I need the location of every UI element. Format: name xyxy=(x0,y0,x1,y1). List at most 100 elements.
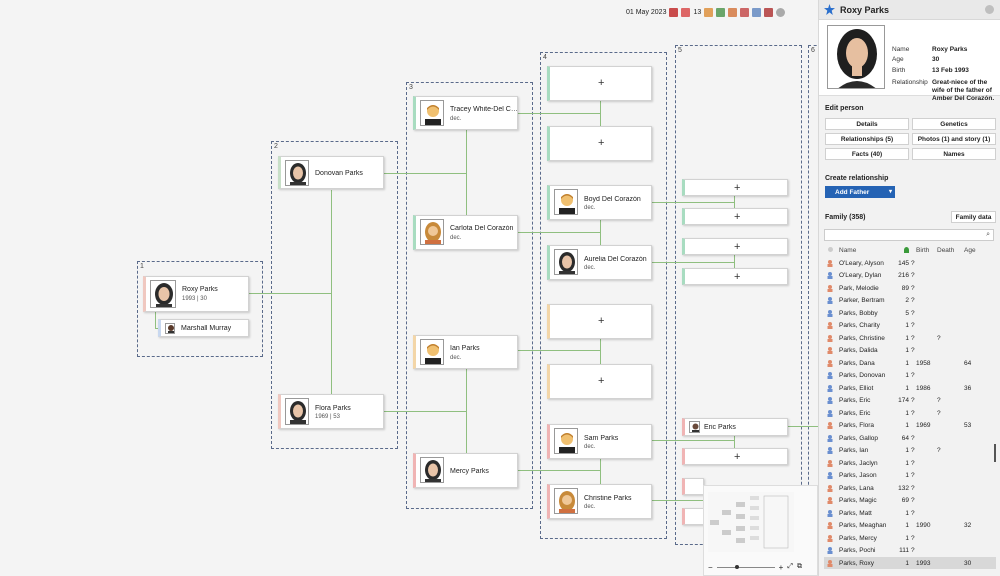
column-name[interactable]: Name xyxy=(839,247,857,254)
person-card-paternal-grandfather[interactable]: Tracey White-Del Corazón dec. xyxy=(413,96,518,130)
zoom-in-icon[interactable]: + xyxy=(778,562,784,572)
names-button[interactable]: Names xyxy=(912,148,996,160)
person-photo[interactable] xyxy=(827,25,885,89)
home-icon[interactable] xyxy=(740,7,750,17)
details-button[interactable]: Details xyxy=(825,118,909,130)
export-icon[interactable]: ⧉ xyxy=(796,563,802,570)
star-icon[interactable] xyxy=(824,4,835,15)
photos-story-button[interactable]: Photos (1) and story (1) xyxy=(912,133,996,145)
person-card-father[interactable]: Donovan Parks xyxy=(278,156,384,189)
sort-icon[interactable] xyxy=(828,247,833,252)
person-card-maternal-grandmother[interactable]: Mercy Parks xyxy=(413,453,518,488)
facts-button[interactable]: Facts (40) xyxy=(825,148,909,160)
person-summary: Name Roxy Parks Age 30 Birth 13 Feb 1993… xyxy=(819,20,1000,102)
add-person-card[interactable]: + xyxy=(682,208,788,225)
person-card-maternal-grandfather[interactable]: Ian Parks dec. xyxy=(413,335,518,369)
chevron-down-icon[interactable]: ▾ xyxy=(888,189,892,195)
add-person-card[interactable]: + xyxy=(547,126,652,161)
family-tree-canvas[interactable]: 01 May 2023 13 1 2 3 4 5 6 xyxy=(0,0,818,576)
column-age[interactable]: Age xyxy=(964,247,976,254)
person-card-root[interactable]: Roxy Parks 1993 | 30 xyxy=(143,276,249,312)
family-search-input[interactable]: ⌕ xyxy=(824,229,994,241)
search-icon[interactable]: ⌕ xyxy=(986,231,990,238)
minimap[interactable]: − + ⤢ ⧉ xyxy=(703,485,818,576)
add-person-card[interactable]: + xyxy=(547,304,652,339)
close-icon[interactable] xyxy=(985,5,994,14)
add-person-card[interactable]: + xyxy=(682,448,788,465)
family-member-name: Parks, Pochi xyxy=(839,547,876,554)
add-person-card[interactable]: + xyxy=(682,179,788,196)
connector xyxy=(155,328,160,329)
zoom-slider[interactable] xyxy=(716,564,775,569)
people-icon[interactable] xyxy=(728,7,738,17)
relationships-button[interactable]: Relationships (5) xyxy=(825,133,909,145)
person-card-great-grandmother[interactable]: Aurelia Del Corazón dec. xyxy=(547,245,652,280)
family-member-unknown: ? xyxy=(911,547,915,554)
tree-layout-icon[interactable] xyxy=(752,7,762,17)
connector xyxy=(652,202,734,203)
add-person-card[interactable]: + xyxy=(547,364,652,399)
tools-icon[interactable] xyxy=(764,7,774,17)
zoom-out-icon[interactable]: − xyxy=(708,562,713,572)
add-person-card[interactable]: + xyxy=(682,268,788,285)
zoom-thumb[interactable] xyxy=(734,564,739,569)
person-card-gen5[interactable]: Eric Parks xyxy=(682,418,788,436)
family-list-scrollbar[interactable] xyxy=(994,444,996,462)
person-card-great-grandfather-maternal[interactable]: Sam Parks dec. xyxy=(547,424,652,459)
add-person-card[interactable]: + xyxy=(547,66,652,101)
add-person-card[interactable] xyxy=(682,478,704,495)
add-person-card[interactable]: + xyxy=(682,238,788,255)
connector xyxy=(652,262,734,263)
male-avatar-icon xyxy=(421,101,443,125)
person-card-paternal-grandmother[interactable]: Carlota Del Corazón dec. xyxy=(413,215,518,250)
person-card-mother[interactable]: Flora Parks 1969 | 53 xyxy=(278,394,384,429)
fit-icon[interactable]: ⤢ xyxy=(787,563,793,570)
family-icon[interactable] xyxy=(704,7,714,17)
genetics-button[interactable]: Genetics xyxy=(912,118,996,130)
connector xyxy=(652,500,712,501)
calendar-grid-icon[interactable] xyxy=(681,7,691,17)
person-card-spouse[interactable]: Marshall Murray xyxy=(158,319,249,337)
family-list-item[interactable]: Parks, Pochi 111? xyxy=(824,544,996,557)
generation-number: 4 xyxy=(543,54,547,61)
generation-count[interactable]: 13 xyxy=(693,8,702,16)
settings-icon[interactable] xyxy=(776,7,786,17)
person-card-great-grandmother-maternal[interactable]: Christine Parks dec. xyxy=(547,484,652,519)
add-person-card[interactable] xyxy=(682,508,704,525)
family-data-button[interactable]: Family data xyxy=(951,211,996,223)
zoom-bar: − + ⤢ ⧉ xyxy=(708,562,816,572)
family-member-count: 1 xyxy=(905,347,909,354)
column-birth[interactable]: Birth xyxy=(916,247,930,254)
column-death[interactable]: Death xyxy=(937,247,955,254)
calendar-icon[interactable] xyxy=(669,7,679,17)
person-icon[interactable] xyxy=(716,7,726,17)
person-name: Boyd Del Corazón xyxy=(584,196,641,203)
person-card-great-grandfather[interactable]: Boyd Del Corazón dec. xyxy=(547,185,652,220)
family-member-count: 111 xyxy=(899,547,909,554)
add-father-button[interactable]: Add Father ▾ xyxy=(825,186,895,198)
